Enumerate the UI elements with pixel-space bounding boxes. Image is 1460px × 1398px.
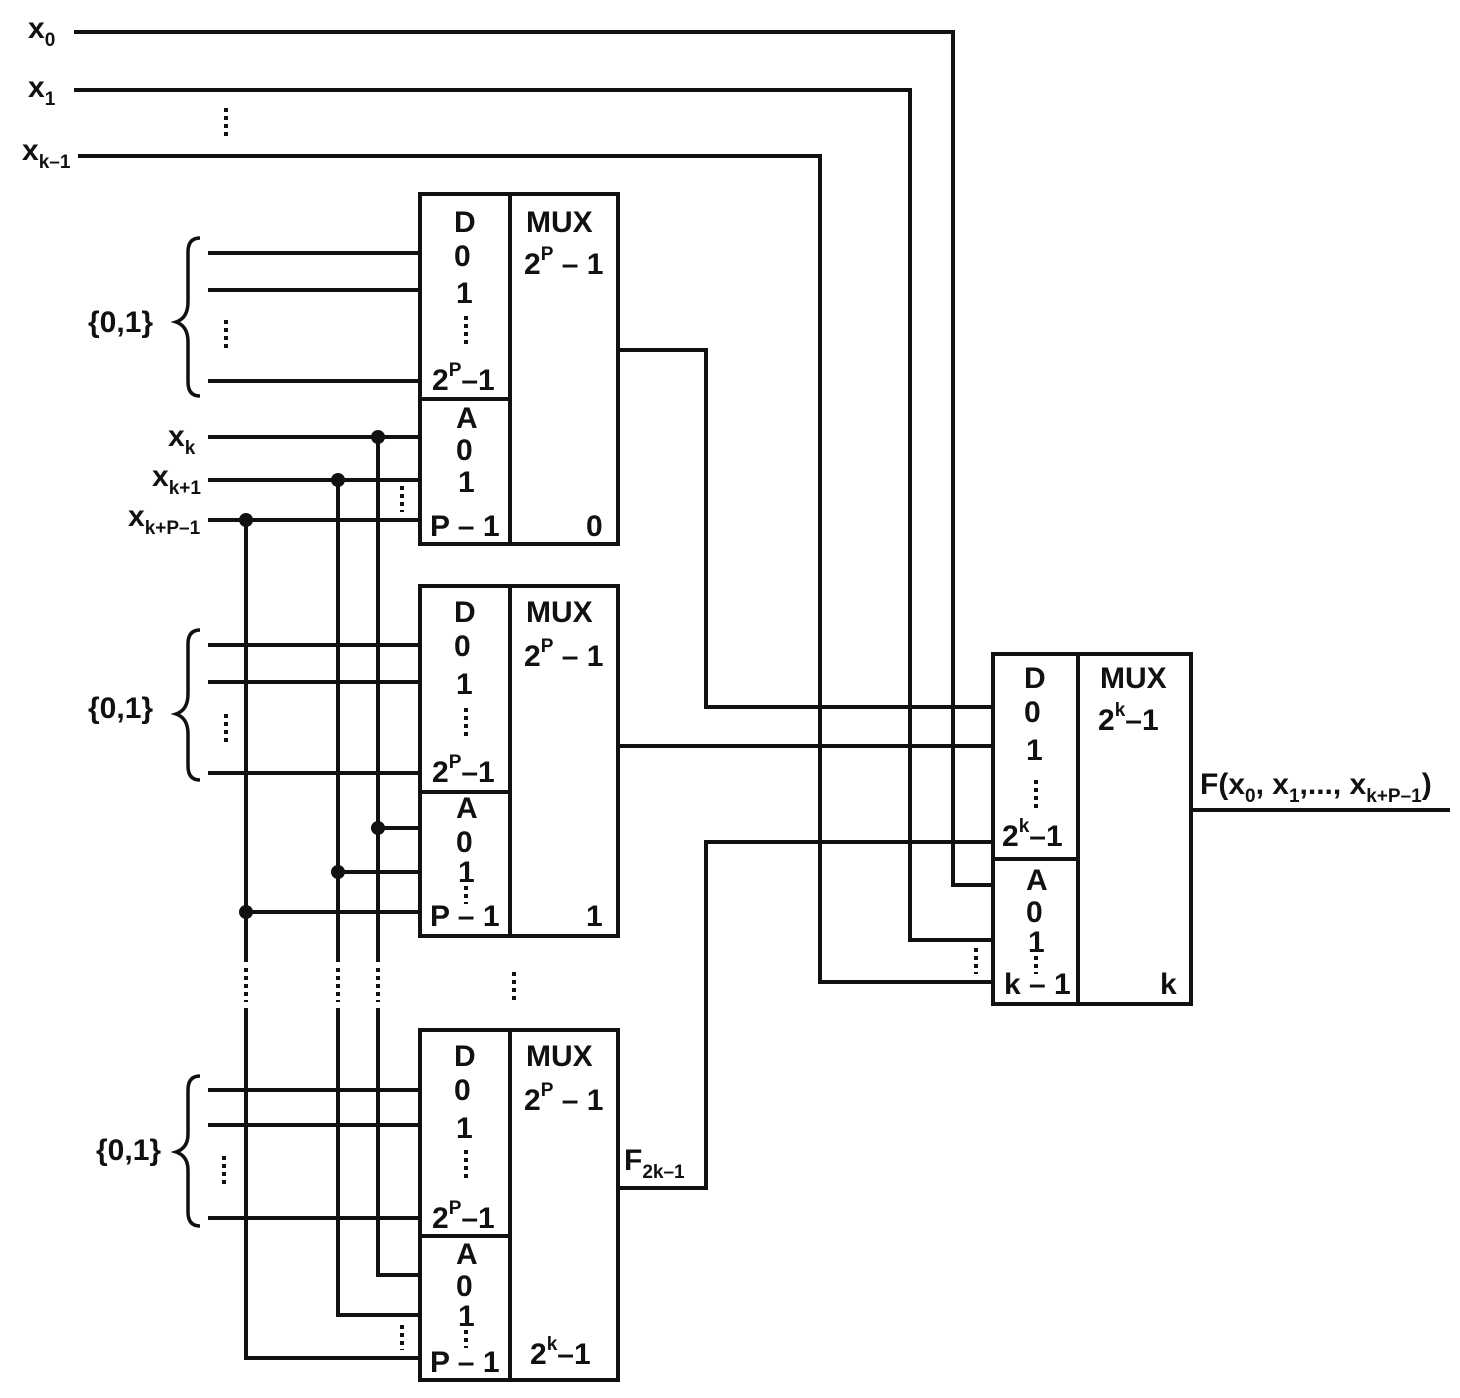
svg-text:0: 0 — [456, 434, 473, 467]
constant-group-label: {0,1} — [88, 692, 153, 725]
svg-text:0: 0 — [456, 1270, 473, 1303]
svg-text:P – 1: P – 1 — [430, 510, 500, 543]
junction-dot — [331, 865, 345, 879]
mux-last-index: 2k–1 — [530, 1334, 591, 1371]
input-xk-plus-p-minus-1: xk+P–1 — [128, 500, 201, 539]
input-xk-plus-1: xk+1 — [152, 460, 201, 499]
svg-text:0: 0 — [454, 240, 471, 273]
junction-dot — [371, 821, 385, 835]
svg-text:xk+1: xk+1 — [152, 460, 201, 499]
svg-text:D: D — [454, 206, 476, 239]
mux-1-index: 1 — [586, 900, 603, 933]
wire-xk-minus-1 — [78, 154, 995, 984]
svg-text:0: 0 — [456, 826, 473, 859]
svg-text:0: 0 — [454, 1074, 471, 1107]
junction-dot — [371, 430, 385, 444]
svg-text:2k–1: 2k–1 — [1098, 700, 1159, 737]
svg-text:MUX: MUX — [526, 596, 593, 629]
mux-0-index: 0 — [586, 510, 603, 543]
svg-text:A: A — [456, 1238, 478, 1271]
wire-muxlast-out — [616, 840, 995, 1190]
mux-final-index: k — [1160, 968, 1177, 1001]
svg-text:MUX: MUX — [1100, 662, 1167, 695]
input-x0: x0 — [28, 12, 995, 887]
output-function-label: F(x0, x1,..., xk+P–1) — [1200, 768, 1432, 807]
svg-text:1: 1 — [458, 856, 475, 889]
bus-xk-bottom — [376, 1008, 422, 1277]
junction-dot — [239, 513, 253, 527]
svg-text:P – 1: P – 1 — [430, 900, 500, 933]
input-x1: x1 — [28, 71, 995, 942]
constant-group-0: {0,1} — [88, 236, 422, 398]
svg-text:P – 1: P – 1 — [430, 1346, 500, 1379]
junction-dot — [331, 473, 345, 487]
svg-text:1: 1 — [1028, 926, 1045, 959]
constant-group-label: {0,1} — [96, 1134, 161, 1167]
constant-group-label: {0,1} — [88, 306, 153, 339]
svg-text:0: 0 — [1026, 896, 1043, 929]
svg-text:2P – 1: 2P – 1 — [524, 1080, 603, 1117]
svg-text:xk: xk — [168, 420, 196, 459]
mux-0: D 0 1 2P–1 A 0 1 P – 1 MUX 2P – 1 0 — [418, 192, 620, 546]
wire-mux0-out — [616, 348, 995, 709]
svg-text:D: D — [454, 1040, 476, 1073]
constant-group-last: {0,1} — [96, 1074, 422, 1228]
bus-xk1-bottom — [336, 1008, 422, 1317]
svg-text:k – 1: k – 1 — [1004, 968, 1071, 1001]
svg-text:MUX: MUX — [526, 1040, 593, 1073]
mux-last-output-label: F2k–1 — [624, 1144, 685, 1183]
svg-text:D: D — [454, 596, 476, 629]
wire-x1 — [74, 88, 995, 942]
input-xk-minus-1: xk–1 — [22, 134, 995, 984]
svg-text:D: D — [1024, 662, 1046, 695]
svg-text:1: 1 — [1026, 734, 1043, 767]
svg-text:2P – 1: 2P – 1 — [524, 244, 603, 281]
svg-text:2P–1: 2P–1 — [432, 752, 495, 789]
svg-text:2P–1: 2P–1 — [432, 360, 495, 397]
mux-last: D 0 1 2P–1 A 0 1 P – 1 MUX 2P – 1 2k–1 — [418, 1028, 620, 1382]
svg-text:A: A — [456, 402, 478, 435]
svg-text:xk+P–1: xk+P–1 — [128, 500, 201, 539]
constant-group-1: {0,1} — [88, 628, 422, 782]
svg-text:2P–1: 2P–1 — [432, 1198, 495, 1235]
bus-xkp-bottom — [244, 1008, 422, 1360]
svg-text:MUX: MUX — [526, 206, 593, 239]
svg-text:2P – 1: 2P – 1 — [524, 636, 603, 673]
svg-text:xk–1: xk–1 — [22, 134, 71, 173]
svg-text:x0: x0 — [28, 12, 55, 51]
svg-text:1: 1 — [456, 277, 473, 310]
wire-x0 — [74, 30, 995, 887]
svg-text:0: 0 — [1024, 696, 1041, 729]
svg-text:1: 1 — [458, 1300, 475, 1333]
svg-text:1: 1 — [456, 1112, 473, 1145]
svg-text:1: 1 — [458, 466, 475, 499]
svg-text:1: 1 — [456, 668, 473, 701]
input-xk: xk — [168, 420, 196, 459]
svg-text:2k–1: 2k–1 — [1002, 816, 1063, 853]
svg-text:x1: x1 — [28, 71, 56, 110]
svg-text:A: A — [1026, 864, 1048, 897]
junction-dot — [239, 905, 253, 919]
svg-text:A: A — [456, 792, 478, 825]
svg-text:0: 0 — [454, 630, 471, 663]
mux-final: D 0 1 2k–1 A 0 1 k – 1 MUX 2k–1 k — [991, 652, 1193, 1006]
mux-1: D 0 1 2P–1 A 0 1 P – 1 MUX 2P – 1 1 — [418, 584, 620, 938]
